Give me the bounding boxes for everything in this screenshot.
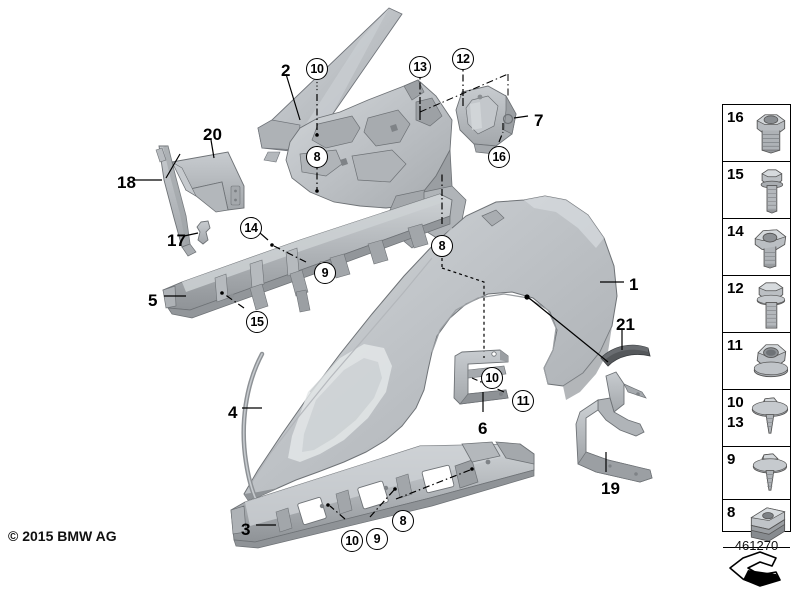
copyright-notice: © 2015 BMW AG <box>8 528 117 544</box>
parts-illustration <box>133 7 653 549</box>
leader-lines <box>133 60 624 526</box>
callout-8-upper[interactable]: 8 <box>306 146 328 168</box>
legend-number: 10 <box>727 394 744 411</box>
callout-18[interactable]: 18 <box>117 173 136 192</box>
part-1-front-side-panel <box>243 195 618 501</box>
legend-number: 11 <box>727 337 743 354</box>
callout-9-upper[interactable]: 9 <box>314 262 336 284</box>
legend-number-alt: 13 <box>727 414 744 431</box>
part-7-mounting-bracket <box>455 85 517 155</box>
legend-row-15: 15 <box>723 162 790 219</box>
diagram-part-number: 461270 <box>734 538 779 553</box>
callout-13[interactable]: 13 <box>409 56 431 78</box>
part-19-bumper-support <box>575 371 653 483</box>
callout-9-sill[interactable]: 9 <box>366 528 388 550</box>
fastener-legend: 16 15 <box>722 104 791 587</box>
part-21-wheel-arch-trim <box>600 344 651 367</box>
callout-12[interactable]: 12 <box>452 48 474 70</box>
legend-row-11: 11 <box>723 333 790 390</box>
callout-15[interactable]: 15 <box>246 311 268 333</box>
legend-number: 9 <box>727 451 736 468</box>
callout-3[interactable]: 3 <box>241 520 251 539</box>
callout-10-upper[interactable]: 10 <box>306 58 328 80</box>
callout-2[interactable]: 2 <box>281 61 291 80</box>
legend-row-direction <box>723 548 790 593</box>
part-20-support-strut <box>171 151 245 213</box>
part-17-retainer-clip <box>196 220 211 245</box>
collar-screw-icon <box>745 219 789 275</box>
callout-21[interactable]: 21 <box>616 315 635 334</box>
callout-20[interactable]: 20 <box>203 125 222 144</box>
callout-11[interactable]: 11 <box>512 390 534 412</box>
flange-nut-icon <box>745 333 789 389</box>
callout-5[interactable]: 5 <box>148 291 158 310</box>
legend-number: 14 <box>727 223 744 240</box>
part-3-rocker-sill <box>230 441 535 549</box>
threaded-bushing-icon <box>745 105 789 161</box>
legend-number: 16 <box>727 109 744 126</box>
legend-row-14: 14 <box>723 219 790 276</box>
callout-14[interactable]: 14 <box>240 217 262 239</box>
direction-arrow-icon <box>726 548 788 593</box>
callout-16[interactable]: 16 <box>488 146 510 168</box>
callout-19[interactable]: 19 <box>601 479 620 498</box>
legend-number: 12 <box>727 280 744 297</box>
callout-7[interactable]: 7 <box>534 111 544 130</box>
legend-row-10-13: 10 13 <box>723 390 790 447</box>
part-4-wheel-arch-seal <box>241 351 265 507</box>
clip-nut-icon <box>745 500 789 547</box>
part-5-rocker-carrier <box>162 193 453 319</box>
legend-row-8: 8 <box>723 500 790 548</box>
legend-row-16: 16 <box>723 105 790 162</box>
callout-1[interactable]: 1 <box>629 275 639 294</box>
diagram-sheet: 10 13 12 16 8 14 9 15 8 10 11 10 9 8 2 7… <box>8 7 791 587</box>
hex-bolt-long-icon <box>745 162 789 218</box>
expanding-rivet-icon <box>745 390 789 446</box>
callout-10-sill[interactable]: 10 <box>341 530 363 552</box>
callout-10-lower[interactable]: 10 <box>481 367 503 389</box>
flange-screw-icon <box>745 447 789 499</box>
legend-row-12: 12 <box>723 276 790 333</box>
callout-4[interactable]: 4 <box>228 403 238 422</box>
callout-8-mid[interactable]: 8 <box>431 235 453 257</box>
flanged-hex-bolt-icon <box>745 276 789 332</box>
legend-number: 15 <box>727 166 744 183</box>
legend-number: 8 <box>727 504 736 521</box>
callout-6[interactable]: 6 <box>478 419 488 438</box>
callout-17[interactable]: 17 <box>167 231 186 250</box>
legend-row-9: 9 <box>723 447 790 500</box>
callout-8-sill[interactable]: 8 <box>392 510 414 532</box>
